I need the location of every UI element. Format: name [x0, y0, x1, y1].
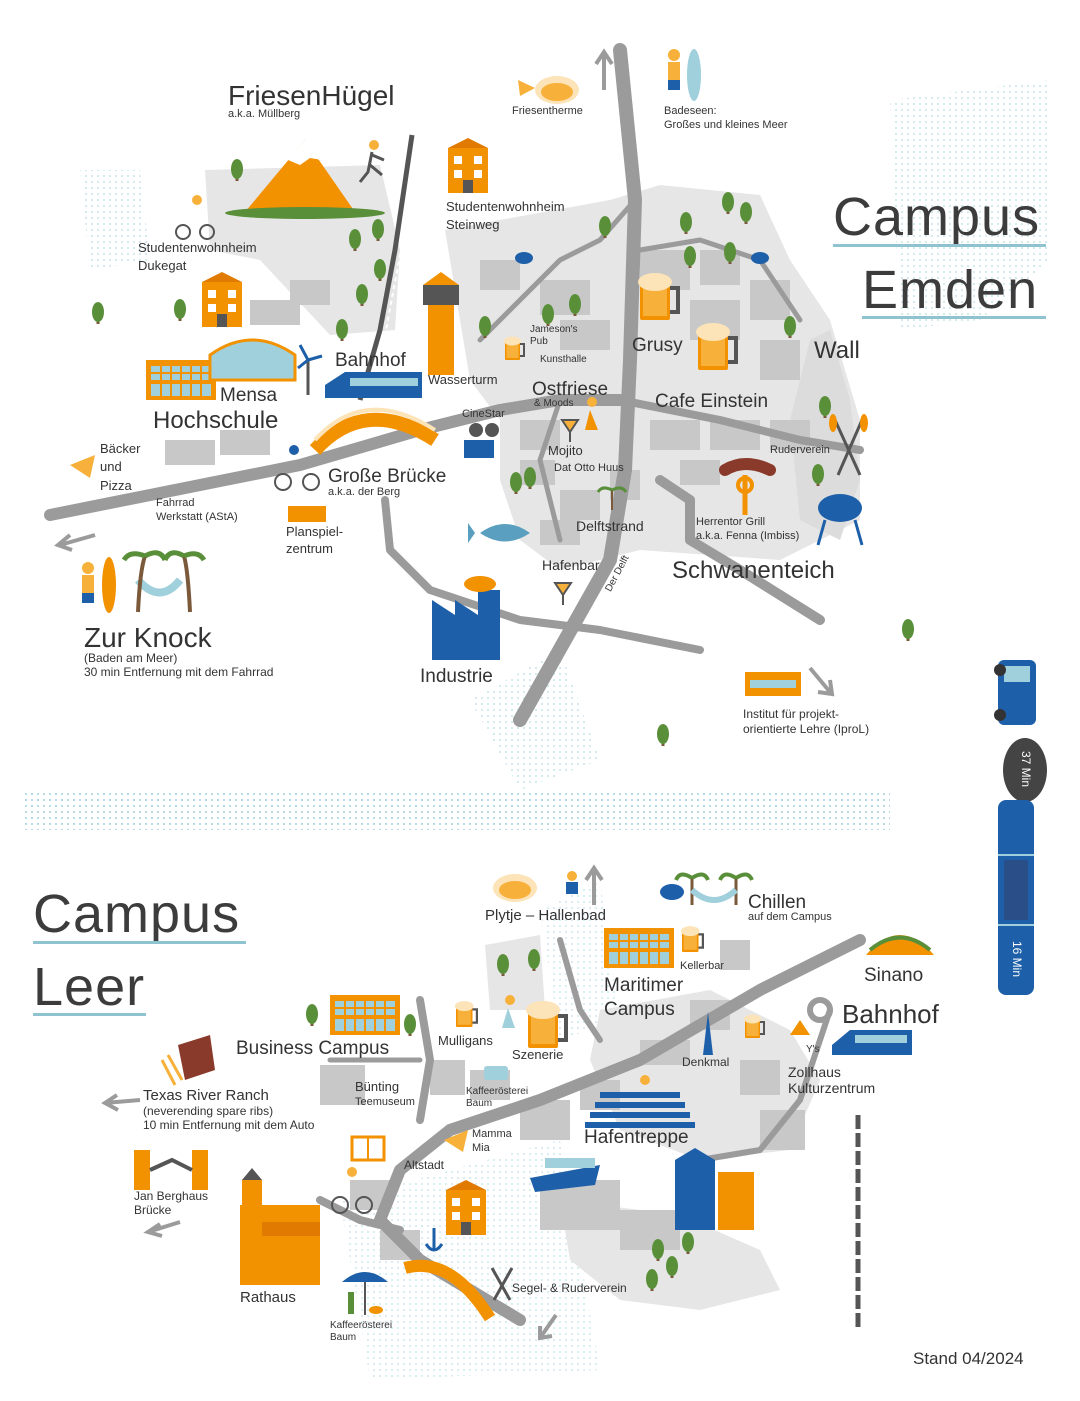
label-ostfriese: Ostfriese: [532, 379, 609, 400]
label-zollhaus-1: Zollhaus: [788, 1064, 841, 1080]
label-rathaus: Rathaus: [240, 1289, 296, 1306]
label-sinano: Sinano: [864, 965, 924, 986]
train-travel-time: 16 Min: [1010, 940, 1024, 978]
label-badeseen-1: Badeseen:: [664, 105, 717, 117]
label-wohnheim-steinweg-1: Studentenwohnheim: [446, 199, 565, 214]
label-zur-knock-sub1: (Baden am Meer): [84, 651, 178, 665]
label-texas-2: (neverending spare ribs): [143, 1104, 274, 1118]
campus-leer-underline-1: [33, 941, 246, 944]
label-badeseen-2: Großes und kleines Meer: [664, 119, 788, 131]
label-kaffee2-1: Kaffeerösterei: [330, 1320, 393, 1331]
label-grosse-bruecke: Große Brücke: [328, 466, 447, 487]
label-hafentreppe: Hafentreppe: [584, 1127, 689, 1148]
label-szenerie: Szenerie: [512, 1047, 564, 1062]
label-wohnheim-dukegat-2: Dukegat: [138, 258, 187, 273]
label-friesentherme: Friesentherme: [512, 105, 583, 117]
label-chillen: Chillen: [748, 892, 807, 913]
label-altstadt: Altstadt: [404, 1158, 445, 1172]
label-maritimer-2: Campus: [604, 999, 675, 1020]
label-ruderverein: Ruderverein: [770, 444, 830, 456]
label-plytje: Plytje – Hallenbad: [485, 907, 606, 924]
campus-leer-title-line2: Leer: [33, 957, 146, 1017]
label-texas-1: Texas River Ranch: [143, 1087, 269, 1104]
campus-emden-title-line1: Campus: [833, 187, 1041, 247]
label-cinestar: CineStar: [462, 408, 505, 420]
label-kaffee2-2: Baum: [330, 1332, 357, 1343]
label-delftstrand: Delftstrand: [576, 518, 644, 534]
label-fahrrad-2: Werkstatt (AStA): [156, 511, 238, 523]
label-kaffee-1: Kaffeerösterei: [466, 1086, 529, 1097]
label-jan-berghaus-1: Jan Berghaus: [134, 1189, 209, 1203]
label-jamesons-1: Jameson's: [530, 324, 578, 335]
label-cafe-einstein: Cafe Einstein: [655, 391, 769, 412]
label-wasserturm: Wasserturm: [428, 372, 498, 387]
label-planspiel-1: Planspiel-: [286, 524, 344, 539]
label-mojito: Mojito: [548, 443, 583, 458]
label-wohnheim-steinweg-2: Steinweg: [446, 217, 500, 232]
label-hochschule: Hochschule: [153, 407, 279, 434]
label-wall: Wall: [814, 337, 860, 364]
label-herrentor-2: a.k.a. Fenna (Imbiss): [696, 530, 800, 542]
car-travel-time: 37 Min: [1019, 750, 1033, 788]
stand-date: Stand 04/2024: [913, 1349, 1024, 1368]
label-mulligans: Mulligans: [438, 1033, 493, 1048]
label-schwanenteich: Schwanenteich: [672, 557, 835, 584]
label-grosse-bruecke-aka: a.k.a. der Berg: [328, 486, 401, 498]
label-denkmal: Denkmal: [682, 1055, 730, 1069]
label-dat-otto-huus: Dat Otto Huus: [554, 462, 624, 474]
campus-emden-title-line2: Emden: [862, 260, 1039, 320]
label-hafenbar: Hafenbar: [542, 557, 600, 573]
label-segel: Segel- & Ruderverein: [512, 1281, 627, 1295]
label-mamma-1: Mamma: [472, 1128, 512, 1140]
label-zollhaus-2: Kulturzentrum: [788, 1080, 876, 1096]
label-friesenhuegel-aka: a.k.a. Müllberg: [228, 108, 301, 120]
label-mensa: Mensa: [220, 385, 278, 406]
label-kellerbar: Kellerbar: [680, 960, 725, 972]
label-baecker-2: und: [100, 459, 122, 474]
label-business-campus: Business Campus: [236, 1038, 390, 1059]
label-mamma-2: Mia: [472, 1142, 490, 1154]
label-jan-berghaus-2: Brücke: [134, 1203, 172, 1217]
label-planspiel-2: zentrum: [286, 541, 333, 556]
label-buenting-2: Teemuseum: [355, 1096, 415, 1108]
label-zur-knock-sub2: 30 min Entfernung mit dem Fahrrad: [84, 665, 274, 679]
label-baecker-3: Pizza: [100, 478, 132, 493]
label-kunsthalle: Kunsthalle: [540, 354, 587, 365]
label-bahnhof-emden: Bahnhof: [335, 350, 406, 371]
label-baecker-1: Bäcker: [100, 441, 141, 456]
label-fahrrad-1: Fahrrad: [156, 497, 195, 509]
label-bahnhof-leer: Bahnhof: [842, 999, 939, 1029]
label-wohnheim-dukegat-1: Studentenwohnheim: [138, 240, 257, 255]
campus-emden-underline-1: [833, 244, 1046, 247]
campus-leer-title-line1: Campus: [33, 884, 241, 944]
label-friesenhuegel: FriesenHügel: [228, 80, 395, 111]
label-iprol-2: orientierte Lehre (IproL): [743, 722, 870, 736]
campus-leer-underline-2: [33, 1013, 146, 1016]
label-herrentor-1: Herrentor Grill: [696, 516, 766, 528]
campus-emden-underline-2: [862, 316, 1046, 319]
label-industrie: Industrie: [420, 666, 493, 687]
label-texas-3: 10 min Entfernung mit dem Auto: [143, 1118, 315, 1132]
label-chillen-sub: auf dem Campus: [748, 911, 832, 923]
label-ys: Y's: [806, 1044, 820, 1055]
label-zur-knock: Zur Knock: [84, 622, 212, 653]
label-kaffee-2: Baum: [466, 1098, 493, 1109]
label-grusy: Grusy: [632, 335, 683, 356]
label-iprol-1: Institut für projekt-: [743, 707, 840, 721]
label-maritimer-1: Maritimer: [604, 975, 684, 996]
label-buenting-1: Bünting: [355, 1079, 400, 1094]
label-moods: & Moods: [534, 398, 574, 409]
label-jamesons-2: Pub: [530, 336, 548, 347]
